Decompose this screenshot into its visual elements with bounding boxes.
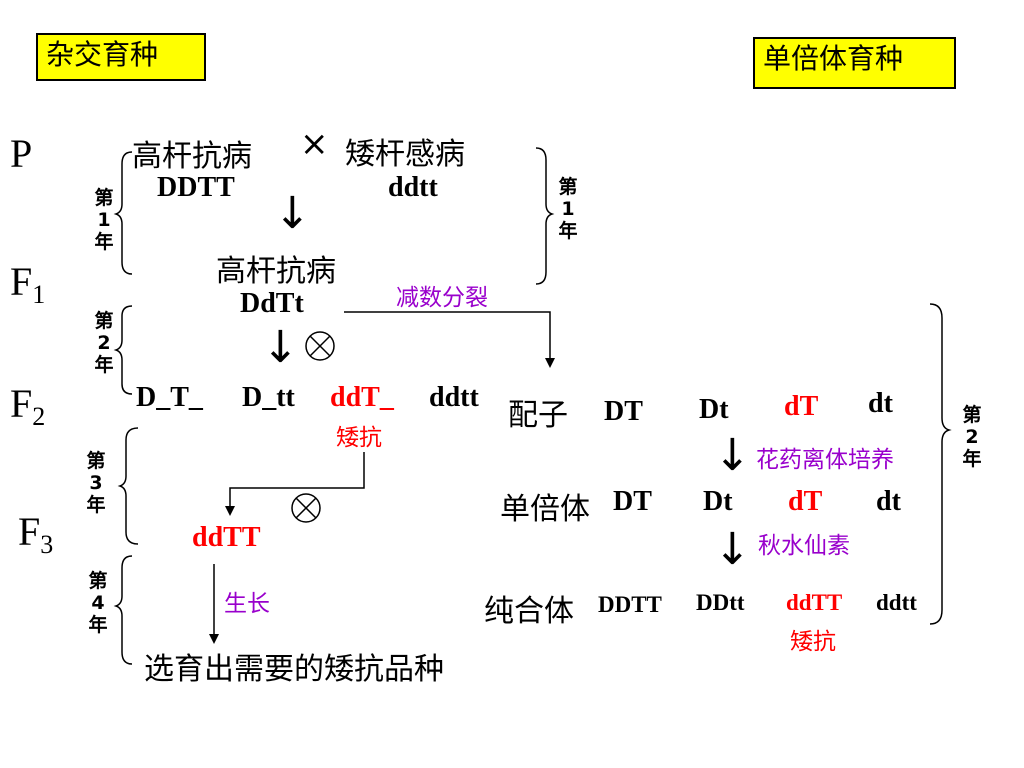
parent-left-genotype: DDTT <box>157 172 235 203</box>
haploid-4: dt <box>876 486 901 517</box>
brace-year2 <box>113 305 133 395</box>
homozygote-note: 矮抗 <box>790 629 836 655</box>
title-haploid-breeding: 单倍体育种 <box>753 37 956 89</box>
self-cross-f1-circle <box>305 331 335 361</box>
self-cross-f2-circle <box>291 493 321 523</box>
meiosis-label: 减数分裂 <box>396 285 488 311</box>
haploid-1: DT <box>613 486 652 517</box>
gamete-2: Dt <box>699 394 729 425</box>
anther-culture-label: 花药离体培养 <box>756 447 894 473</box>
brace-year1 <box>113 151 133 275</box>
brace-mid-year1 <box>535 147 555 285</box>
meiosis-connector <box>344 311 551 360</box>
gamete-4: dt <box>868 388 893 419</box>
parent-right-genotype: ddtt <box>388 172 438 203</box>
f2-genotype-1: D_T_ <box>136 382 203 413</box>
homozygote-4: ddtt <box>876 590 917 615</box>
haploid-label: 单倍体 <box>500 492 590 527</box>
f2-genotype-selected: ddT_ <box>330 382 394 413</box>
homozygote-3: ddTT <box>786 590 843 615</box>
homozygote-label: 纯合体 <box>484 594 574 629</box>
down-arrow-colchicine: ↓ <box>714 524 751 575</box>
title-hybrid-breeding: 杂交育种 <box>36 33 206 81</box>
brace-year3 <box>117 427 139 545</box>
gamete-1: DT <box>604 396 643 427</box>
down-arrow-p-f1: ↓ <box>274 188 311 239</box>
homozygote-2: DDtt <box>696 590 745 615</box>
arrowhead-growth <box>209 634 219 644</box>
f1-genotype: DdTt <box>240 288 304 319</box>
haploid-2: Dt <box>703 486 733 517</box>
growth-label: 生长 <box>224 591 270 617</box>
generation-f3: F3 <box>18 509 54 559</box>
colchicine-label: 秋水仙素 <box>758 533 850 559</box>
generation-f2: F2 <box>10 381 46 431</box>
down-arrow-anther: ↓ <box>714 430 751 481</box>
parent-left-phenotype: 高杆抗病 <box>132 139 252 174</box>
f1-phenotype: 高杆抗病 <box>216 254 336 289</box>
f2-selected-note: 矮抗 <box>336 425 382 451</box>
haploid-3: dT <box>788 486 823 517</box>
generation-f1: F1 <box>10 259 46 309</box>
f3-genotype: ddTT <box>192 522 261 553</box>
arrowhead-selection <box>225 506 235 516</box>
f2-genotype-2: D_tt <box>242 382 295 413</box>
brace-right-year2 <box>929 303 952 625</box>
gamete-3: dT <box>784 391 819 422</box>
down-arrow-f1-f2: ↓ <box>262 322 299 373</box>
cross-symbol: × <box>300 124 329 164</box>
f2-genotype-4: ddtt <box>429 382 479 413</box>
arrowhead-meiosis <box>545 358 555 368</box>
homozygote-1: DDTT <box>598 592 662 617</box>
generation-p: P <box>10 131 33 176</box>
brace-year4 <box>113 555 133 665</box>
selection-connector <box>229 452 365 508</box>
result-text: 选育出需要的矮抗品种 <box>144 652 444 687</box>
gametes-label: 配子 <box>508 398 568 433</box>
parent-right-phenotype: 矮杆感病 <box>345 137 465 172</box>
